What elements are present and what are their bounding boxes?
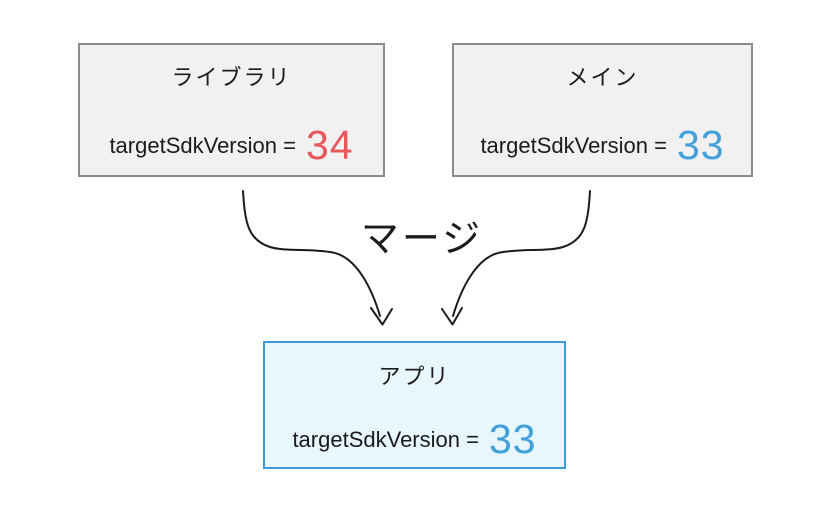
node-main-value-label: targetSdkVersion = [480,132,667,158]
arrowhead-right-icon [441,307,463,326]
node-library-value-label: targetSdkVersion = [109,132,296,158]
node-library-value: 34 [305,122,354,168]
merge-label: マージ [360,218,484,261]
node-main: メイン targetSdkVersion = 33 [452,43,753,177]
node-main-value: 33 [676,122,725,168]
node-app-title: アプリ [378,364,451,389]
node-app-value: 33 [488,416,537,462]
node-library-value-row: targetSdkVersion = 34 [109,125,353,166]
node-main-title: メイン [566,65,639,90]
node-library: ライブラリ targetSdkVersion = 34 [78,43,385,177]
node-app-value-row: targetSdkVersion = 33 [292,419,536,460]
node-library-title: ライブラリ [171,65,292,90]
arrow-library-to-app [242,190,381,317]
node-main-value-row: targetSdkVersion = 33 [480,125,724,166]
arrowhead-left-icon [370,307,393,326]
node-app-value-label: targetSdkVersion = [292,426,479,452]
node-app: アプリ targetSdkVersion = 33 [263,341,566,469]
